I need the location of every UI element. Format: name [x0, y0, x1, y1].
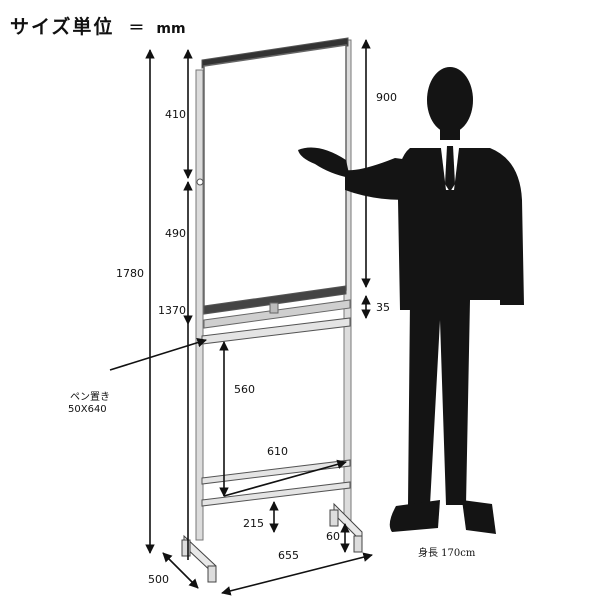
pen-tray-label: ペン置き: [70, 392, 110, 403]
person-silhouette: [298, 67, 524, 534]
overall-width-line: [221, 552, 373, 596]
dim-label-60: 60: [326, 530, 340, 543]
pen-tray-pointer: [109, 337, 207, 371]
pen-tray-size: 50X640: [68, 404, 107, 415]
title-text: サイズ単位: [10, 16, 115, 38]
dim-label-610: 610: [267, 445, 288, 458]
unit-title: サイズ単位 = mm: [10, 12, 186, 39]
dim-label-410: 410: [165, 108, 186, 121]
depth-line: [162, 552, 199, 589]
whiteboard-stand: [181, 37, 363, 583]
dim-label-560: 560: [234, 383, 255, 396]
dim-label-215: 215: [243, 517, 264, 530]
dim-label-500: 500: [148, 573, 169, 586]
dim-label-1370: 1370: [158, 304, 186, 317]
inner-width-line: [223, 459, 347, 497]
dim-label-900: 900: [376, 91, 397, 104]
unit-value: mm: [156, 21, 186, 37]
dim-label-35: 35: [376, 301, 390, 314]
dimension-lines: [109, 39, 373, 596]
person-height-label: 身長 170cm: [418, 548, 476, 559]
dim-label-655: 655: [278, 549, 299, 562]
equals-sign: =: [128, 16, 147, 38]
dim-label-1780: 1780: [116, 267, 144, 280]
dim-label-490: 490: [165, 227, 186, 240]
